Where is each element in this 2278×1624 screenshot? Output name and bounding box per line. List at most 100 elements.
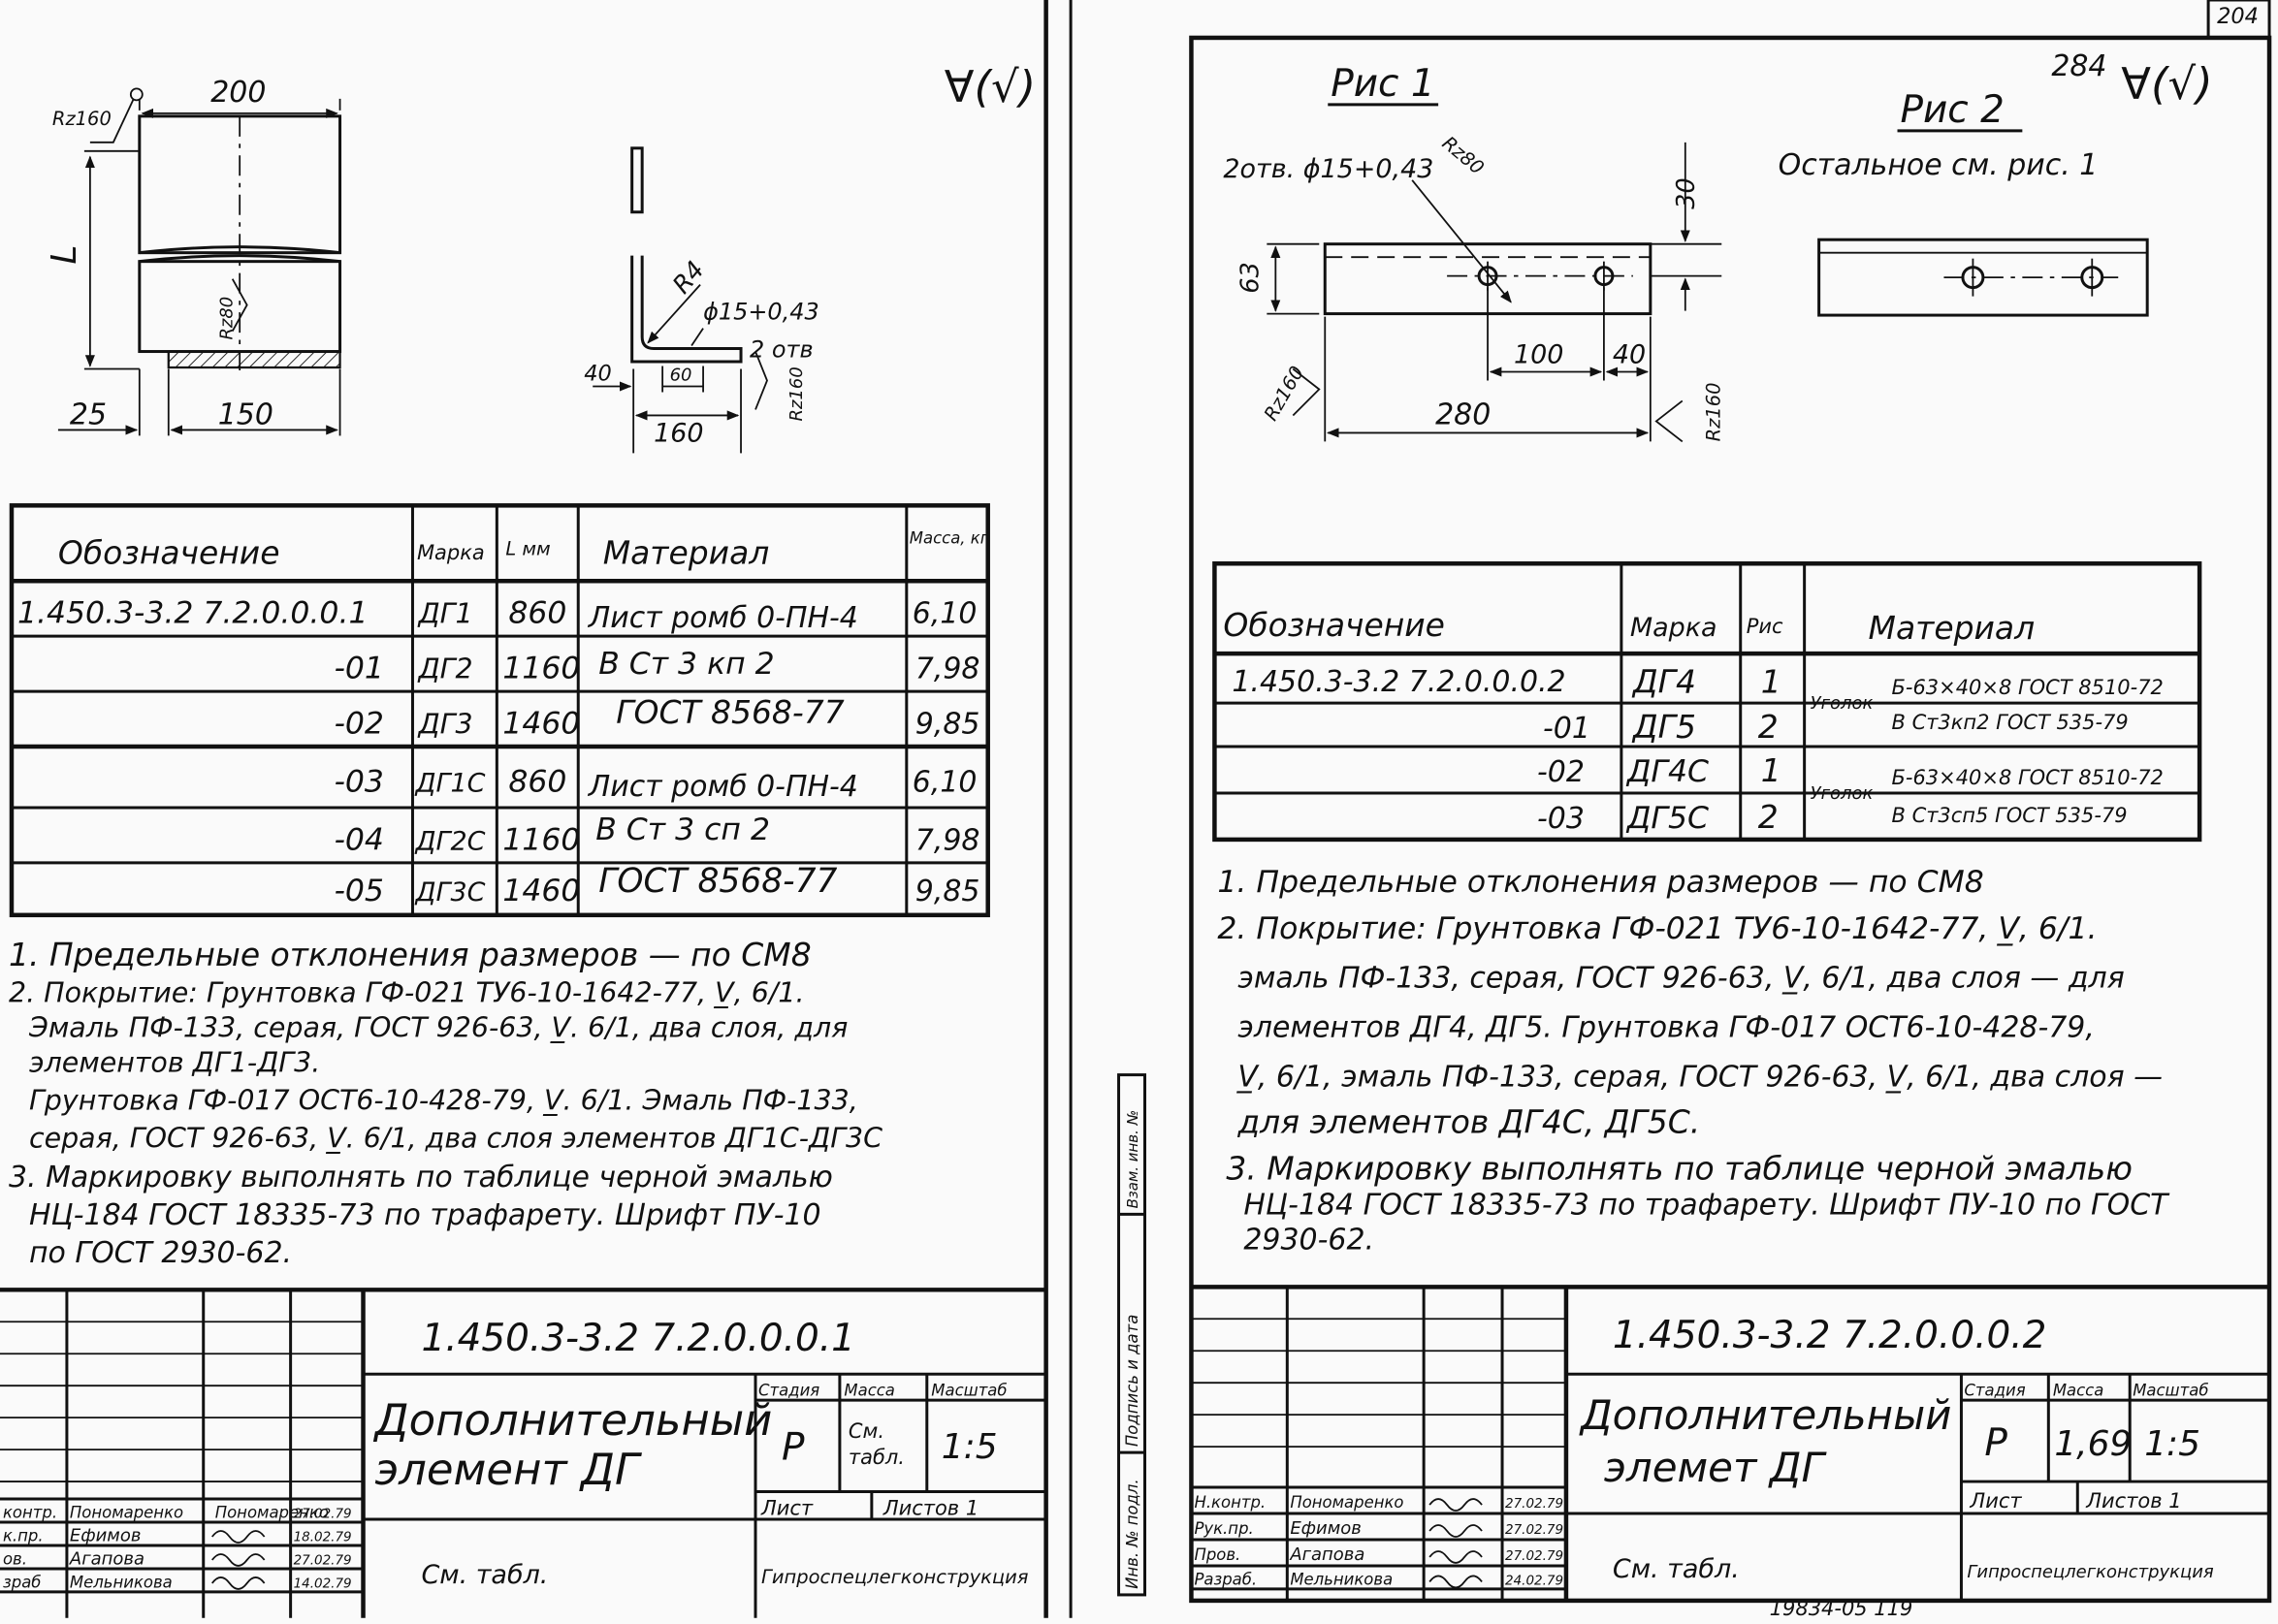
signature-scribble bbox=[1428, 1524, 1483, 1538]
table-cell-designation: 1.450.3-3.2 7.2.0.0.0.2 bbox=[1232, 665, 1565, 699]
table-cell-mark: ДГ2 bbox=[416, 653, 472, 685]
staff-role: Пров. bbox=[1194, 1545, 1240, 1564]
staff-role: зраб bbox=[3, 1573, 41, 1591]
dim-flange: 40 bbox=[584, 362, 612, 387]
table-cell-designation: -04 bbox=[335, 822, 384, 857]
staff-role: ов. bbox=[3, 1549, 27, 1568]
note-line: 1. Предельные отклонения размеров — по С… bbox=[9, 936, 812, 973]
material-b-line1: Лист ромб 0-ПН-4 bbox=[588, 770, 858, 804]
staff-name: Пономаренко bbox=[70, 1504, 183, 1522]
table-cell-designation: -01 bbox=[1543, 712, 1590, 746]
table-cell-mass: 7,98 bbox=[915, 823, 980, 857]
right-title-line2: элемет ДГ bbox=[1604, 1444, 1828, 1491]
left-scale: 1:5 bbox=[942, 1427, 998, 1467]
table-cell-fig: 2 bbox=[1758, 798, 1779, 836]
fig2-title: Рис 2 bbox=[1901, 88, 2005, 132]
note-line: 2930-62. bbox=[1243, 1223, 1374, 1257]
table-cell-mark: ДГ3С bbox=[414, 877, 485, 908]
table-cell-fig: 1 bbox=[1761, 751, 1781, 789]
right-staff-rows: Н.контр. Пономаренко 27.02.79 Рук.пр. Еф… bbox=[1194, 1493, 1563, 1588]
side-margin-strip bbox=[1117, 1073, 1147, 1597]
table-cell-designation: 1.450.3-3.2 7.2.0.0.0.1 bbox=[17, 596, 368, 631]
right-table bbox=[1212, 561, 2202, 843]
angle-section bbox=[593, 146, 768, 454]
fig1-hole-note: 2отв. ϕ15+0,43 bbox=[1223, 154, 1433, 184]
left-header-mass: Масса, кг bbox=[910, 528, 989, 547]
note-line: НЦ-184 ГОСТ 18335-73 по трафарету. Шрифт… bbox=[29, 1198, 821, 1232]
dim-offset: 25 bbox=[70, 398, 107, 431]
table-cell-mass: 6,10 bbox=[913, 765, 978, 799]
dim-length: L bbox=[45, 245, 84, 265]
roughness-symbol-left: ∀(√) bbox=[945, 61, 1036, 112]
right-sheet-frame bbox=[1189, 35, 2272, 1604]
material-top: Б-63×40×8 ГОСТ 8510-72 bbox=[1892, 766, 2164, 789]
roughness-symbol-right: ∀(√) bbox=[2121, 58, 2212, 110]
radius-label: R4 bbox=[667, 256, 711, 300]
material-bottom: В Ст3кп2 ГОСТ 535-79 bbox=[1892, 711, 2129, 734]
material-prefix: Уголок bbox=[1811, 693, 1874, 714]
right-org: Гипроспецлегконструкция bbox=[1967, 1562, 2213, 1582]
table-cell-mark: ДГ3 bbox=[416, 709, 472, 741]
right-stage: Р bbox=[1984, 1421, 2007, 1465]
left-table-rows: 1.450.3-3.2 7.2.0.0.0.1 ДГ1 860 6,10 -01… bbox=[17, 596, 980, 908]
table-cell-mass: 7,98 bbox=[915, 653, 980, 686]
table-cell-mark: ДГ2С bbox=[414, 826, 485, 856]
right-sheets-label: Листов 1 bbox=[2085, 1489, 2181, 1513]
table-cell-mass: 9,85 bbox=[915, 708, 980, 742]
material-a-line2: В Ст 3 кп 2 bbox=[598, 647, 774, 682]
sheet-number: 204 bbox=[2217, 4, 2259, 29]
fig1-view bbox=[1267, 142, 1722, 443]
table-cell-mark: ДГ5С bbox=[1625, 801, 1709, 836]
hole-label: ϕ15+0,43 bbox=[703, 299, 819, 326]
staff-role: Разраб. bbox=[1194, 1570, 1257, 1588]
note-line: НЦ-184 ГОСТ 18335-73 по трафарету. Шрифт… bbox=[1243, 1188, 2170, 1222]
note-line: 2. Покрытие: Грунтовка ГФ-021 ТУ6-10-164… bbox=[1217, 911, 2097, 946]
left-staff-rows: контр. Пономаренко Пономаренко 27.02.79 … bbox=[3, 1504, 352, 1592]
right-stage-label: Стадия bbox=[1964, 1382, 2025, 1400]
staff-role: Рук.пр. bbox=[1194, 1519, 1253, 1538]
note-line: 3. Маркировку выполнять по таблице черно… bbox=[1226, 1149, 2133, 1187]
left-doc-code: 1.450.3-3.2 7.2.0.0.0.1 bbox=[421, 1317, 854, 1360]
table-cell-mark: ДГ1 bbox=[416, 598, 472, 630]
right-mass-label: Масса bbox=[2053, 1382, 2104, 1400]
note-line: Эмаль ПФ-133, серая, ГОСТ 926-63, V̲. 6/… bbox=[28, 1012, 848, 1044]
table-cell-designation: -01 bbox=[335, 652, 384, 686]
right-header-mark: Марка bbox=[1630, 613, 1717, 643]
staff-date: 18.02.79 bbox=[294, 1529, 352, 1544]
table-cell-mark: ДГ1С bbox=[414, 768, 485, 798]
material-b-line3: ГОСТ 8568-77 bbox=[598, 862, 837, 901]
table-cell-length: 1160 bbox=[502, 652, 580, 686]
left-title-line1: Дополнительный bbox=[373, 1394, 773, 1446]
table-cell-mass: 6,10 bbox=[913, 597, 978, 631]
table-cell-mark: ДГ4С bbox=[1625, 754, 1709, 789]
right-title-line1: Дополнительный bbox=[1579, 1391, 1952, 1439]
note-line: 1. Предельные отклонения размеров — по С… bbox=[1217, 865, 1983, 900]
staff-name: Мельникова bbox=[70, 1573, 173, 1591]
fig1-rough-left: Rz160 bbox=[1260, 363, 1308, 425]
table-cell-designation: -03 bbox=[1537, 802, 1585, 836]
left-mass-line2: табл. bbox=[849, 1446, 905, 1469]
dim-angle-width: 160 bbox=[654, 418, 703, 448]
fig1-title: Рис 1 bbox=[1331, 62, 1434, 106]
signature-scribble bbox=[211, 1576, 266, 1590]
table-cell-length: 860 bbox=[508, 764, 566, 799]
left-scale-label: Масштаб bbox=[931, 1382, 1007, 1400]
right-ref: См. табл. bbox=[1613, 1554, 1740, 1584]
material-b-line2: В Ст 3 сп 2 bbox=[595, 812, 770, 847]
right-sheet-label: Лист bbox=[1969, 1489, 2022, 1513]
material-a-line1: Лист ромб 0-ПН-4 bbox=[588, 601, 858, 635]
signature-scribble bbox=[211, 1530, 266, 1544]
material-bottom: В Ст3сп5 ГОСТ 535-79 bbox=[1892, 804, 2128, 827]
material-a-line3: ГОСТ 8568-77 bbox=[616, 693, 845, 731]
staff-name: Мельникова bbox=[1290, 1570, 1393, 1588]
left-header-length: L мм bbox=[505, 537, 550, 559]
table-cell-length: 1160 bbox=[502, 822, 580, 857]
staff-date: 24.02.79 bbox=[1505, 1573, 1563, 1588]
left-stage: Р bbox=[782, 1426, 805, 1470]
left-stage-label: Стадия bbox=[758, 1382, 819, 1400]
left-sheet-label: Лист bbox=[760, 1497, 814, 1520]
fig1-dim-edge: 40 bbox=[1613, 340, 1646, 370]
staff-date: 27.02.79 bbox=[294, 1552, 352, 1568]
staff-signature: Пономаренко bbox=[215, 1504, 329, 1522]
note-line: V̲, 6/1, эмаль ПФ-133, серая, ГОСТ 926-6… bbox=[1236, 1061, 2163, 1095]
